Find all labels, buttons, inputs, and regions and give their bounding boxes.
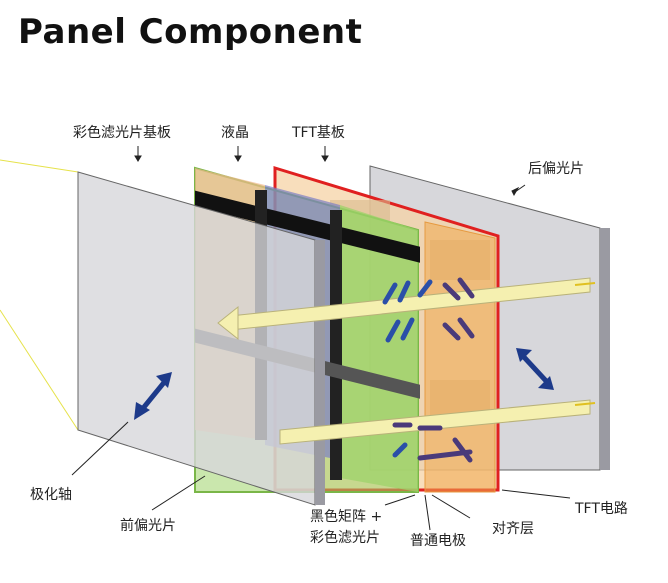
label-color-filter: 彩色滤光片 (310, 530, 380, 546)
label-tft-circuit: TFT电路 (575, 501, 628, 517)
polarization-arrow-front (134, 372, 172, 420)
label-color-filter-substrate: 彩色滤光片基板 (73, 125, 171, 141)
label-common-electrode: 普通电极 (410, 533, 466, 549)
label-liquid-crystal: 液晶 (221, 125, 249, 141)
lc-molecules-bottom (392, 422, 473, 463)
leader-line-top (0, 159, 79, 173)
label-alignment-layer: 对齐层 (492, 521, 534, 537)
page-title: Panel Component (18, 12, 363, 52)
lc-molecules-top (382, 277, 475, 343)
label-pointers (71, 146, 571, 531)
label-rear-polarizer: 后偏光片 (528, 161, 584, 177)
light-beam-bottom (279, 399, 596, 445)
label-polarization-axis: 极化轴 (30, 487, 72, 503)
polarization-arrow-rear (516, 348, 554, 390)
label-front-polarizer: 前偏光片 (120, 518, 176, 534)
leader-line-bottom (0, 309, 79, 431)
label-tft-substrate: TFT基板 (292, 125, 345, 141)
label-black-matrix: 黑色矩阵 + (310, 509, 383, 525)
